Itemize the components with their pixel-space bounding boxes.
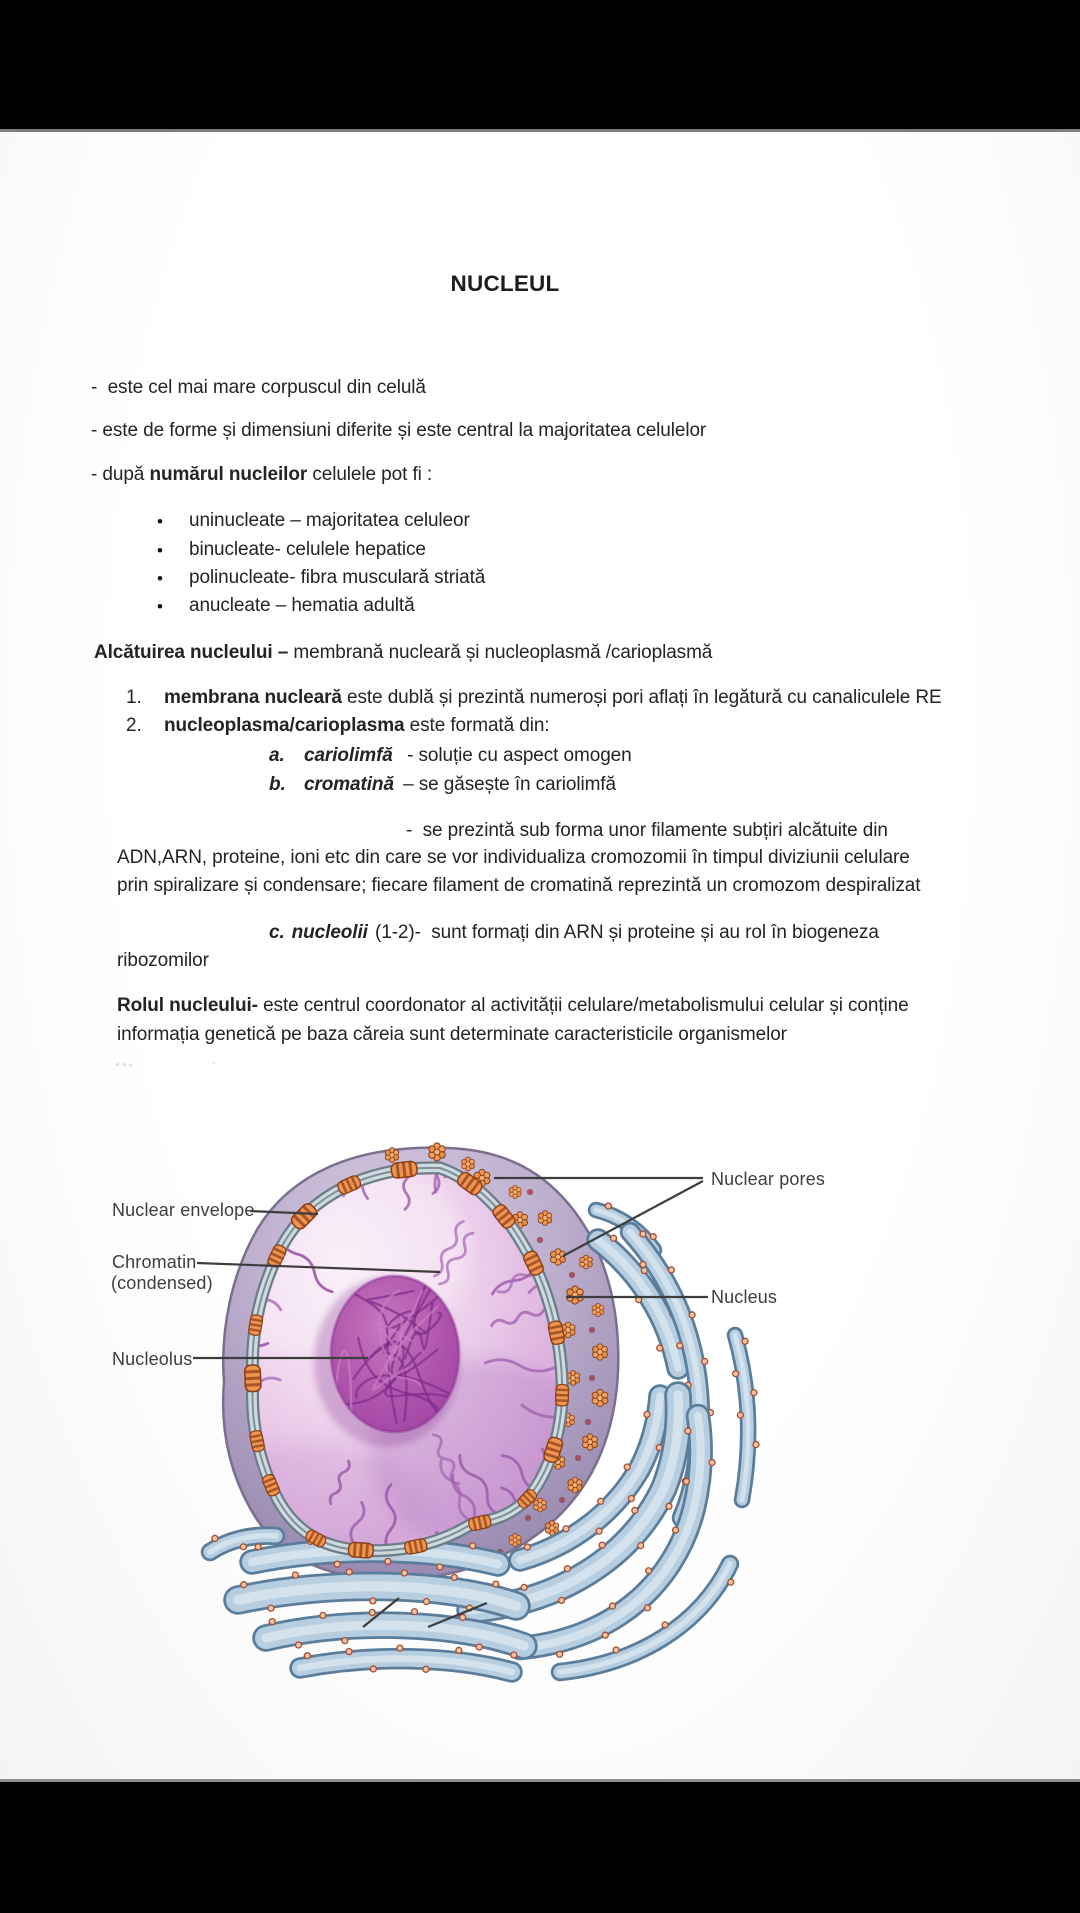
rol-heading: Rolul nucleului- este centrul coordonato… bbox=[117, 994, 909, 1018]
cropped-leader-line-1 bbox=[362, 1597, 400, 1628]
intro-line-3-pre: - după bbox=[91, 464, 150, 485]
chromatin-leader-line bbox=[196, 1261, 441, 1274]
alcatuire-heading: Alcătuirea nucleului – membrană nucleară… bbox=[94, 641, 712, 665]
sub-item-marker: b. bbox=[269, 774, 286, 795]
nuclear-pore-barrels bbox=[243, 1160, 570, 1559]
bullet-icon: • bbox=[157, 541, 163, 560]
sub-item-b: b. cromatină – se găsește în cariolimfă bbox=[269, 773, 616, 797]
page-title: NUCLEUL bbox=[450, 271, 560, 296]
sub-item-b-rest: – se găsește în cariolimfă bbox=[397, 774, 616, 795]
intro-line-3-bold: numărul nucleilor bbox=[149, 464, 308, 485]
type-item-1: uninucleate – majoritatea celuleor bbox=[189, 510, 470, 531]
nucleus-diagram bbox=[193, 1142, 760, 1683]
type-item-2: binucleate- celulele hepatice bbox=[189, 539, 426, 560]
intro-line-3: - după numărul nucleilor celulele pot fi… bbox=[91, 463, 432, 487]
label-chromatin-condensed: (condensed) bbox=[111, 1273, 213, 1293]
item-number: 1. bbox=[126, 687, 142, 708]
cromatina-cont-3: prin spiralizare și condensare; fiecare … bbox=[117, 875, 921, 896]
sub-item-c-rest: (1-2)- sunt formați din ARN și proteine … bbox=[369, 922, 879, 943]
sub-item-marker: a. bbox=[269, 745, 285, 766]
item-number: 2. bbox=[126, 715, 142, 736]
sub-item-b-term: cromatină bbox=[304, 774, 394, 795]
label-nuclear-pores: Nuclear pores bbox=[711, 1169, 826, 1189]
item-1-rest: este dublă și prezintă numeroși pori afl… bbox=[341, 687, 942, 708]
sub-item-c-term: nucleolii bbox=[291, 922, 368, 943]
item-2-bold: nucleoplasma/carioplasma bbox=[164, 715, 405, 736]
label-nucleus: Nucleus bbox=[711, 1287, 778, 1307]
label-nuclear-envelope: Nuclear envelope bbox=[112, 1200, 255, 1220]
alcatuire-bold: Alcătuirea nucleului – bbox=[94, 642, 289, 663]
document-page: NUCLEUL - este cel mai mare corpuscul di… bbox=[0, 132, 1080, 1779]
sub-item-a-term: cariolimfă bbox=[304, 745, 393, 766]
numbered-item-2: 2. nucleoplasma/carioplasma este formată … bbox=[126, 714, 550, 738]
cromatina-cont-1: - se prezintă sub forma unor filamente s… bbox=[406, 820, 888, 841]
sub-item-a: a. cariolimfă - soluție cu aspect omogen bbox=[269, 744, 632, 768]
intro-line-2: - este de forme și dimensiuni diferite ș… bbox=[91, 420, 707, 441]
letterbox-top bbox=[0, 0, 1080, 132]
endoplasmic-reticulum bbox=[200, 1201, 760, 1683]
rol-cont: informația genetică pe baza căreia sunt … bbox=[117, 1024, 787, 1045]
numbered-item-1: 1. membrana nucleară este dublă și prezin… bbox=[126, 686, 942, 710]
item-1-bold: membrana nucleară bbox=[164, 687, 342, 708]
label-nucleolus: Nucleolus bbox=[112, 1349, 193, 1369]
envelope-leader-line bbox=[249, 1209, 319, 1216]
bullet-icon: • bbox=[157, 597, 163, 616]
sub-item-marker: c. bbox=[269, 922, 285, 943]
label-chromatin: Chromatin bbox=[112, 1252, 197, 1272]
intro-line-3-post: celulele pot fi : bbox=[307, 464, 433, 485]
cromatina-cont-2: ADN,ARN, proteine, ioni etc din care se … bbox=[117, 847, 910, 868]
faint-pencil-smudge bbox=[116, 1061, 146, 1068]
alcatuire-rest: membrană nucleară și nucleoplasmă /cario… bbox=[288, 642, 713, 663]
nucleolus-strands bbox=[333, 1278, 458, 1425]
letterbox-bottom bbox=[0, 1779, 1080, 1913]
intro-line-1: - este cel mai mare corpuscul din celulă bbox=[91, 377, 426, 398]
rol-rest: este centrul coordonator al activității … bbox=[257, 995, 909, 1016]
leader-lines bbox=[193, 1176, 708, 1629]
sub-item-c-cont: ribozomilor bbox=[117, 950, 209, 971]
item-2-rest: este formată din: bbox=[404, 715, 550, 736]
bullet-icon: • bbox=[157, 512, 163, 531]
type-item-3: polinucleate- fibra musculară striată bbox=[189, 567, 486, 588]
bullet-icon: • bbox=[157, 569, 163, 588]
sub-item-c: c. nucleolii (1-2)- sunt formați din ARN … bbox=[269, 921, 879, 945]
sub-item-a-rest: - soluție cu aspect omogen bbox=[396, 745, 632, 766]
pores-leader-line-b bbox=[562, 1180, 704, 1257]
type-item-4: anucleate – hematia adultă bbox=[189, 595, 415, 616]
cropped-leader-line-2 bbox=[427, 1601, 488, 1629]
rol-bold: Rolul nucleului- bbox=[117, 995, 258, 1016]
